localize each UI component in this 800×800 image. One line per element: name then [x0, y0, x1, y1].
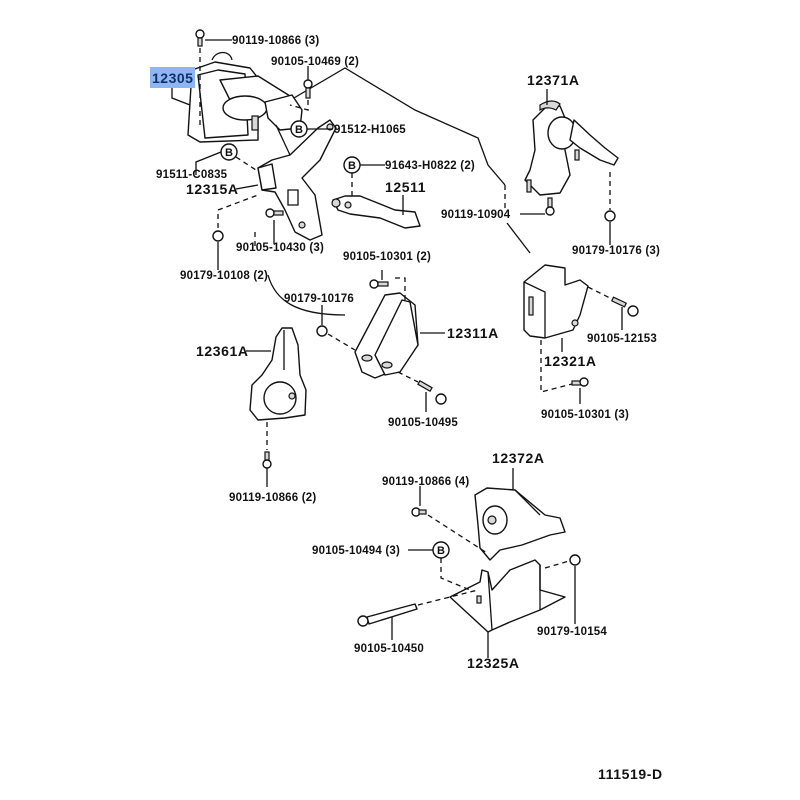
leader-line [235, 184, 259, 190]
svg-text:B: B [295, 124, 303, 136]
part-12311A-drawing[interactable] [354, 292, 419, 379]
part-12511-drawing[interactable] [331, 195, 421, 229]
leader-line [195, 151, 222, 175]
leader-line [267, 274, 346, 316]
fastener-label[interactable]: 90105-10301 (3) [541, 409, 629, 421]
part-label-12315A[interactable]: 12315A [186, 181, 239, 197]
part-12371A-drawing[interactable] [524, 100, 619, 196]
bolt-icon [262, 451, 272, 469]
fastener-label[interactable]: 90179-10176 (3) [572, 245, 660, 257]
part-12325A-drawing[interactable] [449, 559, 566, 633]
part-12315A-drawing[interactable] [257, 119, 337, 241]
fastener-label[interactable]: 90179-10176 [284, 293, 354, 305]
leader-dash [395, 277, 406, 300]
part-label-12372A[interactable]: 12372A [492, 450, 545, 466]
fastener-label[interactable]: 91643-H0822 (2) [385, 160, 475, 172]
fastener-label[interactable]: 90105-10301 (2) [343, 251, 431, 263]
svg-text:B: B [348, 160, 356, 172]
bolt-icon [195, 29, 205, 47]
part-12321A-drawing[interactable] [523, 264, 589, 339]
part-label-12361A[interactable]: 12361A [196, 343, 249, 359]
bolt-icon [369, 279, 389, 289]
leader-line [506, 222, 531, 254]
leader-dash [440, 558, 471, 591]
bolt-icon [611, 296, 639, 317]
callout-b: B [290, 120, 308, 138]
bolt-icon [411, 507, 427, 517]
highlight-box [150, 67, 195, 88]
leader-dash [544, 560, 570, 569]
fastener-label[interactable]: 90119-10866 (2) [229, 492, 316, 504]
callout-b: B [432, 541, 450, 559]
fastener-label[interactable]: 90105-10430 (3) [236, 242, 324, 254]
fastener-label[interactable]: 90105-10495 [388, 417, 458, 429]
leader-dash [417, 589, 479, 606]
part-label-12321A[interactable]: 12321A [544, 353, 597, 369]
part-12372A-drawing[interactable] [474, 487, 566, 561]
bolt-icon [265, 208, 284, 218]
leader-line [275, 124, 291, 156]
fastener-label[interactable]: 91512-H1065 [334, 124, 406, 136]
bolt-icon [357, 603, 418, 627]
leader-line [171, 88, 191, 106]
fastener-label[interactable]: 90105-12153 [587, 333, 657, 345]
callout-b: B [343, 156, 361, 174]
leader-dash [587, 286, 613, 300]
bolt-icon [303, 79, 313, 99]
leader-dash [540, 340, 573, 393]
nut-icon [316, 325, 328, 337]
fastener-label[interactable]: 90119-10866 (4) [382, 476, 469, 488]
fastener-label[interactable]: 90119-10904 [441, 209, 511, 221]
bolt-icon [417, 379, 447, 405]
leader-line [281, 67, 506, 186]
leader-dash [235, 156, 257, 171]
leader-dash [217, 194, 259, 228]
bolt-icon [571, 377, 589, 387]
leader-dash [427, 514, 488, 554]
leader-dash [327, 333, 356, 351]
svg-text:B: B [225, 147, 233, 159]
part-12305-drawing[interactable] [187, 51, 303, 143]
fastener-label[interactable]: 90119-10866 (3) [232, 35, 319, 47]
svg-text:B: B [437, 545, 445, 557]
callout-b: B [220, 143, 238, 161]
fastener-label[interactable]: 90105-10469 (2) [271, 56, 359, 68]
part-label-12511[interactable]: 12511 [385, 179, 426, 195]
bolt-icon [545, 197, 555, 216]
part-label-12325A[interactable]: 12325A [467, 655, 520, 671]
part-label-12305[interactable]: 12305 [152, 70, 193, 86]
fastener-label[interactable]: 91511-C0835 [156, 169, 228, 181]
fastener-label[interactable]: 90179-10108 (2) [180, 270, 268, 282]
nut-icon [212, 230, 224, 242]
nut-icon [569, 554, 581, 566]
leader-dash [289, 100, 309, 111]
part-12361A-drawing[interactable] [249, 327, 307, 421]
part-label-12311A[interactable]: 12311A [447, 325, 499, 341]
fastener-label[interactable]: 90179-10154 [537, 626, 607, 638]
fastener-label[interactable]: 90105-10494 (3) [312, 545, 400, 557]
diagram-code: 111519-D [598, 766, 663, 782]
part-label-12371A[interactable]: 12371A [527, 72, 580, 88]
fastener-label[interactable]: 90105-10450 [354, 643, 424, 655]
leader-dash [397, 371, 419, 383]
nut-icon [604, 210, 616, 222]
